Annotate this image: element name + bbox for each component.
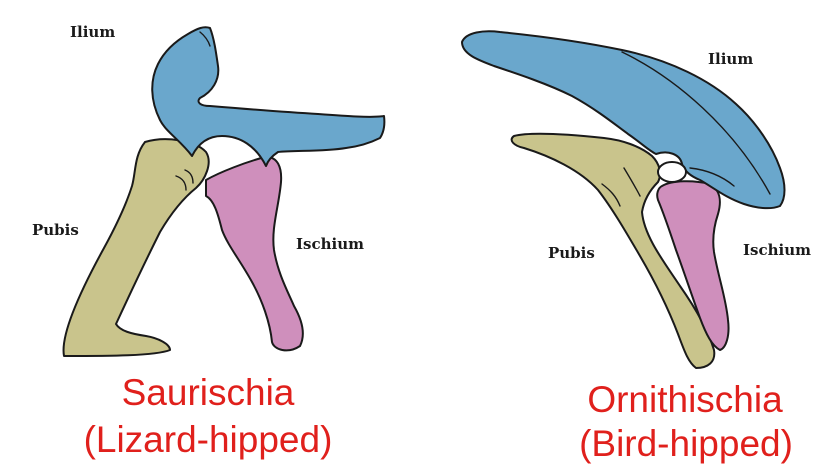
ornithischia-pelvis	[462, 31, 785, 368]
saurischia-ilium-label: Ilium	[70, 23, 115, 41]
ornithischia-hip-socket	[658, 162, 686, 182]
saurischia-caption-subtitle: (Lizard-hipped)	[84, 419, 333, 460]
ornithischia-caption-subtitle: (Bird-hipped)	[579, 423, 793, 464]
ornithischia-pubis-label: Pubis	[548, 244, 595, 262]
saurischia-ischium-label: Ischium	[296, 235, 364, 253]
saurischia-pubis-bone	[64, 139, 209, 356]
saurischia-ischium-bone	[206, 157, 303, 350]
ornithischia-ilium-label: Ilium	[708, 50, 753, 68]
saurischia-pelvis	[64, 27, 385, 356]
ornithischia-caption-title: Ornithischia	[587, 379, 783, 420]
saurischia-pubis-label: Pubis	[32, 221, 79, 239]
ornithischia-ischium-label: Ischium	[743, 241, 811, 259]
saurischia-caption-title: Saurischia	[122, 372, 295, 413]
saurischia-ilium-bone	[152, 27, 384, 166]
